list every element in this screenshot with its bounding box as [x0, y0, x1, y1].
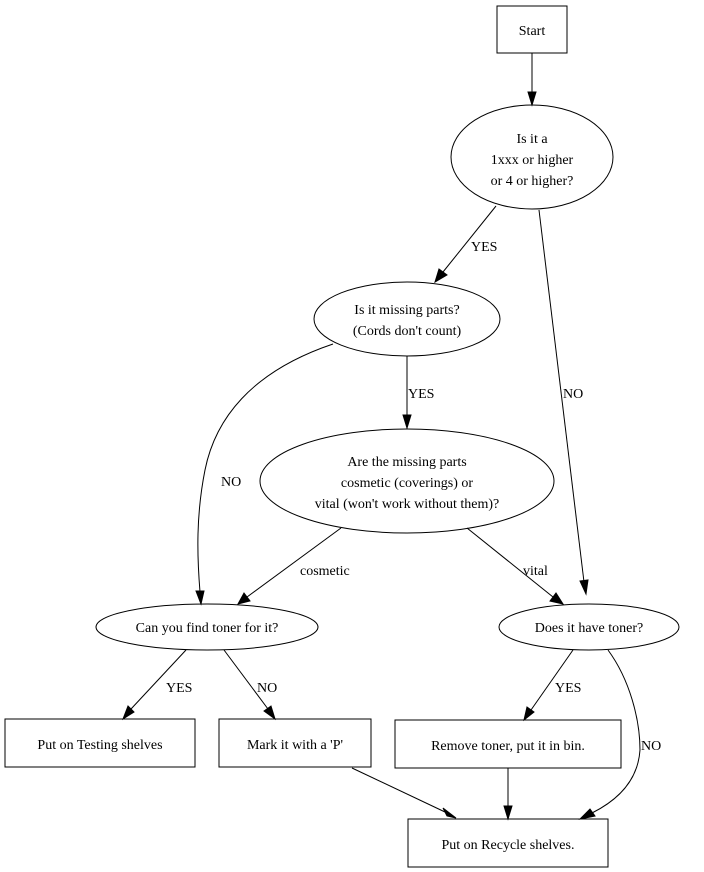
edge-mark-p-to-recycle — [351, 767, 457, 819]
edge-vital: vital — [466, 527, 565, 605]
node-q-missing-line1: Is it missing parts? — [354, 303, 459, 318]
arrowhead — [263, 705, 276, 721]
edge-label-vital: vital — [523, 564, 548, 579]
edge-find-toner-no: NO — [223, 649, 277, 721]
node-q-find-toner: Can you find toner for it? — [95, 603, 319, 651]
node-start-text: Start — [519, 24, 546, 39]
edge-find-toner-yes: YES — [121, 649, 192, 721]
arrowhead — [549, 592, 565, 605]
node-q-model-line2: 1xxx or higher — [491, 153, 574, 168]
node-testing-text: Put on Testing shelves — [37, 738, 162, 753]
node-q-model-line1: Is it a — [516, 132, 548, 147]
edge-cosmetic: cosmetic — [237, 527, 350, 605]
node-q-find-toner-text: Can you find toner for it? — [136, 621, 279, 636]
edge-has-toner-no: NO — [578, 649, 661, 820]
node-q-missing-line2: (Cords don't count) — [353, 324, 462, 339]
node-remove-toner-text: Remove toner, put it in bin. — [431, 739, 585, 754]
edge-label-q-model-no: NO — [563, 387, 583, 402]
node-q-model-line3: or 4 or higher? — [491, 174, 574, 189]
edge-label-has-toner-no: NO — [641, 739, 661, 754]
node-remove-toner: Remove toner, put it in bin. — [394, 719, 622, 769]
arrowhead — [237, 592, 251, 605]
arrowhead — [402, 414, 412, 430]
edge-remove-toner-to-recycle — [503, 768, 513, 821]
edge-label-q-missing-yes: YES — [408, 387, 434, 402]
edge-q-missing-no: NO — [195, 343, 334, 606]
edge-label-find-toner-yes: YES — [166, 681, 192, 696]
edge-q-model-no: NO — [538, 209, 589, 596]
arrowhead — [503, 805, 513, 821]
node-testing: Put on Testing shelves — [4, 718, 196, 768]
node-start: Start — [496, 5, 568, 54]
edge-q-model-yes: YES — [434, 205, 497, 284]
edge-label-has-toner-yes: YES — [555, 681, 581, 696]
node-q-cosmetic-line1: Are the missing parts — [347, 455, 466, 470]
node-q-cosmetic-line3: vital (won't work without them)? — [315, 497, 500, 512]
arrowhead — [121, 705, 135, 721]
arrowhead — [527, 91, 537, 107]
arrowhead — [578, 808, 596, 820]
node-recycle-text: Put on Recycle shelves. — [442, 838, 575, 853]
node-q-missing: Is it missing parts? (Cords don't count) — [313, 281, 501, 357]
edge-label-cosmetic: cosmetic — [300, 564, 350, 579]
node-q-model: Is it a 1xxx or higher or 4 or higher? — [450, 104, 614, 210]
node-q-has-toner-text: Does it have toner? — [535, 621, 643, 636]
node-q-cosmetic: Are the missing parts cosmetic (covering… — [259, 428, 555, 534]
edge-label-q-missing-no: NO — [221, 475, 241, 490]
arrowhead — [579, 579, 589, 596]
node-recycle: Put on Recycle shelves. — [407, 818, 609, 868]
node-mark-p-text: Mark it with a 'P' — [247, 738, 343, 753]
edge-has-toner-yes: YES — [523, 649, 581, 722]
node-mark-p: Mark it with a 'P' — [218, 718, 372, 768]
arrowhead — [442, 807, 457, 819]
arrowhead — [434, 268, 448, 284]
edge-start-to-q-model — [527, 53, 537, 107]
arrowhead — [523, 706, 535, 722]
edge-label-find-toner-no: NO — [257, 681, 277, 696]
node-q-cosmetic-line2: cosmetic (coverings) or — [341, 476, 474, 491]
node-q-has-toner: Does it have toner? — [498, 603, 680, 651]
edge-q-missing-yes: YES — [402, 356, 434, 430]
edge-label-q-model-yes: YES — [471, 240, 497, 255]
arrowhead — [195, 590, 205, 606]
